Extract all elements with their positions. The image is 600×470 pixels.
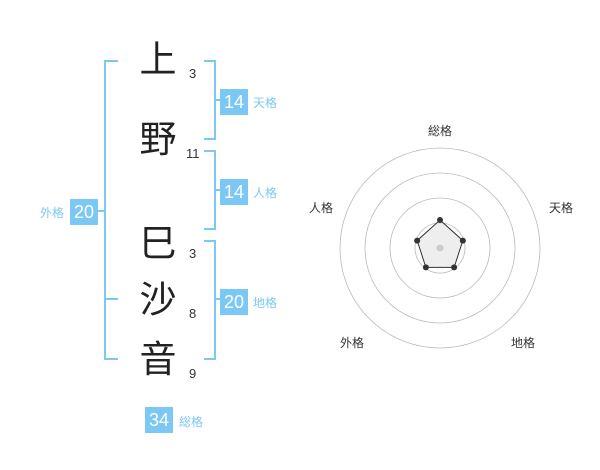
radar-point-3 xyxy=(451,264,458,271)
radar-label-jinkaku: 人格 xyxy=(309,201,334,215)
radar-point-1 xyxy=(437,217,443,223)
radar-point-5 xyxy=(414,237,421,244)
radar-ring xyxy=(339,147,541,349)
radar-label-soukaku: 総格 xyxy=(428,124,453,138)
radar-label-chikaku: 地格 xyxy=(511,336,536,350)
name-char-1: 上 xyxy=(139,38,177,81)
jinkaku-label: 人格 xyxy=(253,186,278,200)
chikaku-value-badge: 20 xyxy=(220,289,248,315)
gaikaku-tick xyxy=(98,210,106,212)
radar-label-gaikaku: 外格 xyxy=(340,336,365,350)
radar-center-dot xyxy=(436,244,444,252)
radar-label-tenkaku: 天格 xyxy=(549,201,574,215)
tenkaku-label: 天格 xyxy=(253,96,278,110)
soukaku-value-badge: 34 xyxy=(145,407,173,433)
chikaku-tick xyxy=(214,298,220,300)
stroke-count-1: 3 xyxy=(189,66,197,81)
tenkaku-value-badge: 14 xyxy=(220,89,248,115)
stroke-count-4: 8 xyxy=(189,306,197,321)
tenkaku-tick xyxy=(214,99,220,101)
name-char-4: 沙 xyxy=(139,278,177,321)
gaikaku-value-badge: 20 xyxy=(70,199,98,225)
soukaku-label: 総格 xyxy=(179,415,204,429)
name-char-5: 音 xyxy=(139,338,177,381)
radar-point-2 xyxy=(459,237,466,244)
gaikaku-label: 外格 xyxy=(40,206,65,220)
chikaku-label: 地格 xyxy=(253,296,278,310)
radar-point-4 xyxy=(422,264,429,271)
radar-ring xyxy=(364,172,516,324)
jinkaku-tick xyxy=(214,189,220,191)
jinkaku-value-badge: 14 xyxy=(220,179,248,205)
radar-polygon xyxy=(416,219,464,268)
chikaku-bracket xyxy=(204,240,216,360)
gaikaku-lower-tick xyxy=(104,298,118,300)
name-char-2: 野 xyxy=(139,118,177,161)
radar-ring xyxy=(389,197,491,299)
stroke-count-3: 3 xyxy=(189,246,197,261)
stroke-count-5: 9 xyxy=(189,366,197,381)
name-char-3: 巳 xyxy=(139,222,177,265)
stroke-count-2: 11 xyxy=(186,146,200,161)
